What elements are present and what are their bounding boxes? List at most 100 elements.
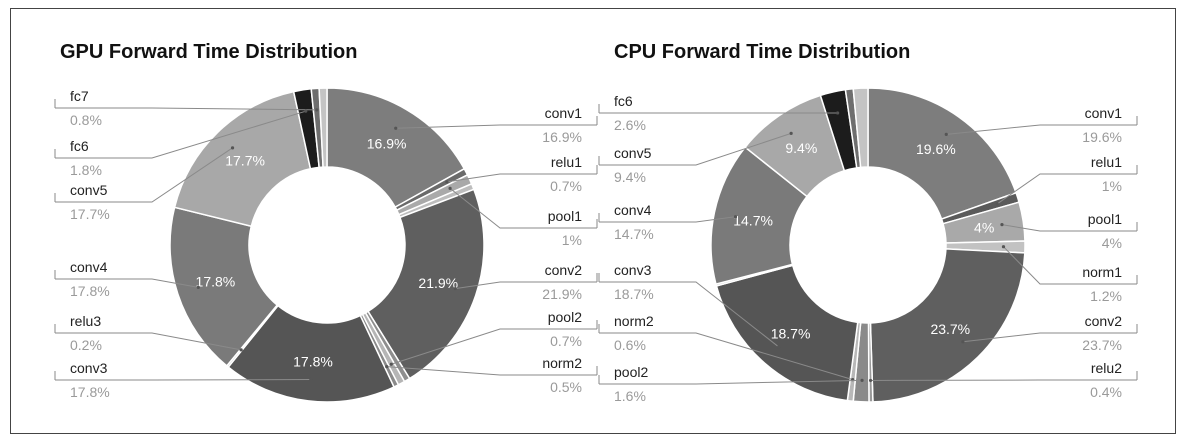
callout-dot-conv3 [309, 377, 313, 382]
slice-label-conv5: 9.4% [785, 140, 817, 156]
slice-conv3 [715, 264, 859, 402]
callout-name-conv2: conv2 [545, 262, 583, 278]
callout-name-conv1: conv1 [1085, 105, 1123, 121]
callout-dot-conv3 [777, 345, 781, 349]
callout-value-relu1: 1% [1102, 178, 1122, 194]
callout-line-pool1 [1001, 222, 1138, 232]
callout-line-fc6 [54, 110, 306, 159]
callout-dot-conv1 [944, 132, 948, 136]
callout-name-conv2: conv2 [1085, 313, 1123, 329]
slice-label-conv2: 23.7% [930, 321, 970, 337]
callout-line-conv3 [54, 371, 311, 381]
callout-value-fc6: 1.8% [70, 162, 102, 178]
callout-name-pool1: pool1 [548, 208, 582, 224]
slice-conv3 [227, 304, 395, 403]
callout-value-relu2: 0.4% [1090, 384, 1122, 400]
slice-conv1 [867, 87, 1018, 220]
callout-dot-conv4 [733, 215, 738, 219]
callout-name-conv4: conv4 [70, 259, 108, 275]
callout-value-fc6: 2.6% [614, 117, 646, 133]
callout-dot-norm1 [1001, 245, 1006, 249]
callout-line-relu1 [446, 165, 598, 183]
callout-value-pool2: 0.7% [550, 333, 582, 349]
callout-value-norm2: 0.5% [550, 379, 582, 395]
callout-value-conv1: 16.9% [542, 129, 582, 145]
callout-value-conv4: 17.8% [70, 283, 110, 299]
slice-conv2 [869, 248, 1026, 403]
slice-label-conv4: 17.8% [196, 274, 236, 290]
callout-dot-pool1 [1000, 223, 1004, 227]
callout-name-fc6: fc6 [614, 93, 633, 109]
callout-name-conv4: conv4 [614, 202, 652, 218]
callout-dot-relu1 [445, 180, 449, 184]
slice-label-conv5: 17.7% [225, 153, 265, 169]
chart-gpu: GPU Forward Time Distribution 16.9% 21.9% 1… [54, 41, 598, 403]
callout-line-conv4 [598, 213, 736, 223]
slice-label-conv2: 21.9% [418, 275, 458, 291]
callout-dot-conv5 [230, 146, 235, 150]
callout-value-conv2: 23.7% [1082, 337, 1122, 353]
callout-value-conv2: 21.9% [542, 286, 582, 302]
callout-value-relu1: 0.7% [550, 178, 582, 194]
callout-line-conv1 [395, 116, 598, 129]
callout-line-conv2 [455, 273, 598, 290]
slice-fc8 [318, 87, 328, 168]
callout-line-pool2 [598, 375, 863, 385]
callout-dot-pool2 [389, 362, 393, 366]
callout-line-conv3 [598, 273, 780, 348]
callout-dot-conv5 [789, 131, 793, 136]
callout-name-fc6: fc6 [70, 138, 89, 154]
slice-fc8 [852, 87, 869, 169]
callout-name-conv3: conv3 [70, 360, 108, 376]
callout-value-relu3: 0.2% [70, 337, 102, 353]
slice-conv2 [367, 188, 485, 380]
callout-line-relu1 [996, 165, 1138, 205]
chart-title: GPU Forward Time Distribution [60, 41, 357, 63]
slice-label-conv3: 17.8% [293, 354, 333, 370]
callout-line-fc6 [598, 104, 838, 114]
callout-line-relu3 [54, 324, 242, 351]
callout-name-pool2: pool2 [614, 364, 648, 380]
callout-value-norm1: 1.2% [1090, 288, 1122, 304]
callout-line-conv5 [598, 132, 792, 166]
callout-dot-conv2 [961, 340, 965, 344]
callout-name-relu1: relu1 [1091, 154, 1122, 170]
callout-name-norm1: norm1 [1082, 264, 1122, 280]
callout-value-conv1: 19.6% [1082, 129, 1122, 145]
callout-line-conv4 [54, 270, 199, 288]
callout-dot-conv1 [394, 126, 398, 130]
callout-name-fc7: fc7 [70, 88, 89, 104]
callout-value-pool1: 1% [562, 232, 582, 248]
callout-dot-fc6 [304, 109, 308, 113]
slice-conv5 [173, 90, 312, 228]
callout-dot-pool2 [860, 378, 864, 382]
callout-name-relu1: relu1 [551, 154, 582, 170]
callout-line-conv1 [946, 116, 1138, 135]
callout-value-conv4: 14.7% [614, 226, 654, 242]
callout-line-norm2 [598, 324, 853, 381]
callout-name-conv1: conv1 [545, 105, 583, 121]
callout-line-fc7 [54, 99, 317, 111]
callout-name-norm2: norm2 [614, 313, 654, 329]
callout-dot-fc6 [836, 111, 840, 115]
callout-value-conv3: 18.7% [614, 286, 654, 302]
slice-label-conv1: 16.9% [367, 136, 407, 152]
slice-label-conv1: 19.6% [916, 141, 956, 157]
callout-line-pool1 [449, 187, 598, 229]
callout-value-conv5: 9.4% [614, 169, 646, 185]
callout-name-conv3: conv3 [614, 262, 652, 278]
callout-line-conv2 [962, 324, 1138, 343]
callout-value-fc7: 0.8% [70, 112, 102, 128]
callout-line-pool2 [391, 320, 598, 365]
callout-name-pool1: pool1 [1088, 211, 1122, 227]
callout-name-conv5: conv5 [614, 145, 652, 161]
callout-value-pool1: 4% [1102, 235, 1122, 251]
callout-dot-pool1 [448, 186, 452, 190]
callout-dot-relu3 [239, 348, 243, 352]
callout-name-norm2: norm2 [542, 355, 582, 371]
callout-dot-relu1 [995, 202, 999, 206]
callout-line-norm2 [386, 366, 598, 376]
callout-name-conv5: conv5 [70, 182, 108, 198]
